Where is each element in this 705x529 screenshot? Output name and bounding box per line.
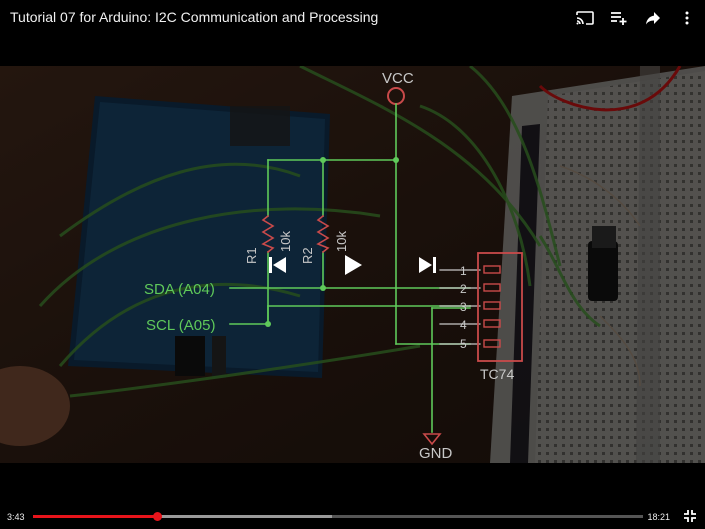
resistor-photo bbox=[559, 165, 641, 387]
pin-1-label: 1 bbox=[460, 264, 467, 278]
playlist-add-icon[interactable] bbox=[607, 8, 631, 28]
video-frame: VCC GND SDA (A04) SCL (A05) TC74 R1 10k … bbox=[0, 66, 705, 463]
r2-value-label: 10k bbox=[334, 231, 349, 252]
current-time: 3:43 bbox=[7, 512, 25, 522]
r1-value-label: 10k bbox=[278, 231, 293, 252]
more-vert-icon[interactable] bbox=[675, 8, 699, 28]
scrubber-handle[interactable] bbox=[153, 512, 163, 521]
bottom-bar: 3:43 18:21 bbox=[0, 463, 705, 529]
duration: 18:21 bbox=[647, 512, 670, 522]
pin-4-label: 4 bbox=[460, 318, 467, 332]
r1-label: R1 bbox=[244, 247, 259, 264]
pin-2-label: 2 bbox=[460, 282, 467, 296]
skip-next-icon[interactable] bbox=[417, 256, 437, 279]
cast-icon[interactable] bbox=[573, 8, 597, 28]
r2-label: R2 bbox=[300, 247, 315, 264]
play-icon[interactable] bbox=[343, 254, 363, 281]
finger-photo bbox=[0, 366, 70, 446]
tc74-chip-symbol bbox=[477, 252, 523, 362]
vcc-label: VCC bbox=[382, 70, 414, 87]
progress-played bbox=[33, 515, 158, 518]
video-player[interactable]: VCC GND SDA (A04) SCL (A05) TC74 R1 10k … bbox=[0, 66, 705, 463]
pin-5-label: 5 bbox=[460, 337, 467, 351]
top-bar: Tutorial 07 for Arduino: I2C Communicati… bbox=[0, 0, 705, 66]
sda-label: SDA (A04) bbox=[144, 281, 215, 298]
video-title[interactable]: Tutorial 07 for Arduino: I2C Communicati… bbox=[10, 9, 379, 25]
r2-symbol bbox=[316, 214, 330, 254]
pin-3-label: 3 bbox=[460, 300, 467, 314]
share-icon[interactable] bbox=[641, 8, 665, 28]
gnd-symbol bbox=[422, 433, 442, 446]
skip-previous-icon[interactable] bbox=[268, 256, 288, 279]
progress-buffered bbox=[33, 515, 332, 518]
schematic-overlay bbox=[229, 87, 523, 446]
progress-bar[interactable] bbox=[33, 512, 643, 521]
tc74-sensor-photo bbox=[588, 226, 618, 301]
gnd-label: GND bbox=[419, 445, 453, 462]
exit-fullscreen-icon[interactable] bbox=[683, 509, 699, 525]
top-actions bbox=[573, 8, 699, 28]
chip-label: TC74 bbox=[480, 366, 514, 382]
r1-symbol bbox=[261, 214, 275, 254]
scl-label: SCL (A05) bbox=[146, 317, 215, 334]
photo-red-wire bbox=[538, 66, 682, 112]
